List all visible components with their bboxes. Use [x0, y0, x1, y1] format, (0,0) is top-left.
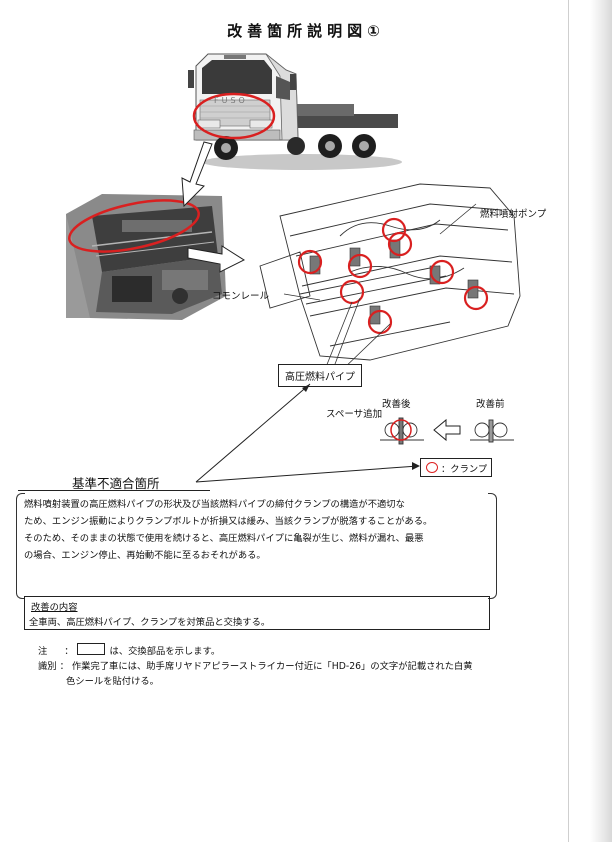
- note-row: 注 ： は、交換部品を示します。: [38, 643, 473, 659]
- nonconformity-heading: 基準不適合箇所: [72, 476, 160, 491]
- note-text: は、交換部品を示します。: [109, 646, 221, 657]
- description-bracket-left: [16, 493, 25, 599]
- id-text-line-1: 作業完了車には、助手席リヤドアピラーストライカー付近に「HD-26」の文字が記載…: [71, 661, 473, 672]
- clamp-legend-text: ：クランプ: [441, 464, 488, 475]
- heading-underline: [18, 490, 210, 491]
- description-line: ため、エンジン振動によりクランプボルトが折損又は緩み、当該クランプが脱落すること…: [24, 516, 433, 527]
- page-title: 改善箇所説明図①: [227, 22, 385, 40]
- id-separator: ：: [59, 661, 69, 672]
- note-separator: ：: [64, 646, 74, 657]
- description-line: 燃料噴射装置の高圧燃料パイプの形状及び当該燃料パイプの締付クランプの構造が不適切…: [24, 499, 405, 510]
- id-text-line-2: 色シールを貼付ける。: [66, 676, 159, 687]
- replacement-part-box-icon: [76, 643, 105, 655]
- red-circle-icon: [426, 462, 438, 473]
- common-rail-label: コモンレール: [212, 291, 270, 302]
- id-row: 識別 ： 作業完了車には、助手席リヤドアピラーストライカー付近に「HD-26」の…: [38, 659, 473, 674]
- improvement-body: 全車両、高圧燃料パイプ、クランプを対策品と交換する。: [29, 617, 271, 628]
- spacer-label: スペーサ追加: [326, 409, 383, 420]
- callout-arrows: [195, 383, 420, 483]
- before-label: 改善前: [476, 399, 505, 410]
- nonconformity-description: 燃料噴射装置の高圧燃料パイプの形状及び当該燃料パイプの締付クランプの構造が不適切…: [24, 496, 494, 564]
- arrow-engine-to-diagram: [187, 245, 246, 273]
- note-label: 注: [38, 646, 48, 657]
- id-label: 識別: [38, 661, 57, 672]
- improvement-box: 改善の内容 全車両、高圧燃料パイプ、クランプを対策品と交換する。: [24, 596, 490, 630]
- truck-illustration: [188, 53, 402, 170]
- clamp-legend: ：クランプ: [420, 458, 492, 477]
- high-pressure-pipe-label: 高圧燃料パイプ: [278, 364, 362, 387]
- description-line: そのため、そのままの状態で使用を続けると、高圧燃料パイプに亀裂が生じ、燃料が漏れ…: [24, 533, 424, 544]
- after-label: 改善後: [382, 399, 411, 410]
- clamp-detail-diagram: [380, 417, 514, 445]
- description-bracket-right: [488, 493, 497, 599]
- truck-brand-label: FUSO: [214, 96, 248, 105]
- arrow-truck-to-engine: [181, 141, 213, 208]
- engine-photo: [66, 194, 226, 320]
- page-edge: [568, 0, 569, 842]
- engine-line-diagram: [259, 183, 521, 373]
- notes-block: 注 ： は、交換部品を示します。 識別 ： 作業完了車には、助手席リヤドアピラー…: [38, 643, 473, 689]
- improvement-heading: 改善の内容: [31, 602, 78, 613]
- fuel-pump-label: 燃料噴射ポンプ: [480, 209, 547, 220]
- id-row-continued: 色シールを貼付ける。: [38, 674, 473, 689]
- description-line: の場合、エンジン停止、再始動不能に至るおそれがある。: [24, 550, 266, 561]
